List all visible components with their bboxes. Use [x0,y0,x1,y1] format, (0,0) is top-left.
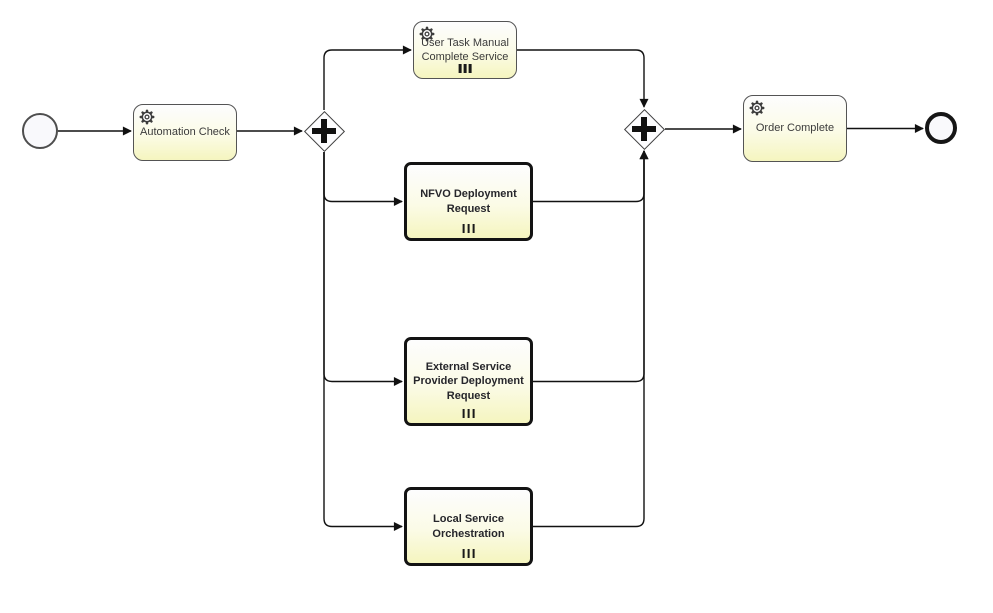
flow-split-gateway-to-local [323,152,403,531]
gear-icon [139,109,155,125]
end-event[interactable] [925,112,957,144]
task-label: NFVO Deployment Request [420,188,517,215]
flow-nfvo-to-join-gateway [533,150,649,203]
task-order-complete[interactable]: Order Complete [743,95,847,162]
task-user-task-manual-complete-service[interactable]: User Task Manual Complete Service [413,21,517,79]
parallel-gateway-join[interactable] [623,108,665,150]
call-activity-external-service-provider-deployment-request[interactable]: External Service Provider Deployment Req… [404,337,533,426]
task-label: External Service Provider Deployment Req… [413,361,524,402]
task-label: Local Service Orchestration [432,513,505,540]
call-activity-local-service-orchestration[interactable]: Local Service Orchestration [404,487,533,566]
parallel-gateway-plus-icon [321,119,327,143]
task-label: Automation Check [140,126,230,139]
flow-split-gateway-to-nfvo [323,152,403,206]
flow-split-gateway-to-user-task [323,45,412,110]
gear-icon [419,26,435,42]
multi-instance-marker-icon [462,409,475,418]
task-automation-check[interactable]: Automation Check [133,104,237,161]
flow-user-task-to-join-gateway [517,49,649,108]
multi-instance-marker-icon [462,224,475,233]
flow-external-to-join-gateway [533,150,649,383]
flow-split-gateway-to-external [323,152,403,386]
call-activity-nfvo-deployment-request[interactable]: NFVO Deployment Request [404,162,533,241]
task-label: User Task Manual Complete Service [421,36,509,63]
parallel-gateway-plus-icon [641,117,647,141]
task-label: Order Complete [755,122,835,135]
flow-local-to-join-gateway [533,150,649,528]
gear-icon [749,100,765,116]
multi-instance-marker-icon [462,549,475,558]
start-event[interactable] [22,113,58,149]
multi-instance-marker-icon [458,64,472,73]
parallel-gateway-split[interactable] [303,110,345,152]
